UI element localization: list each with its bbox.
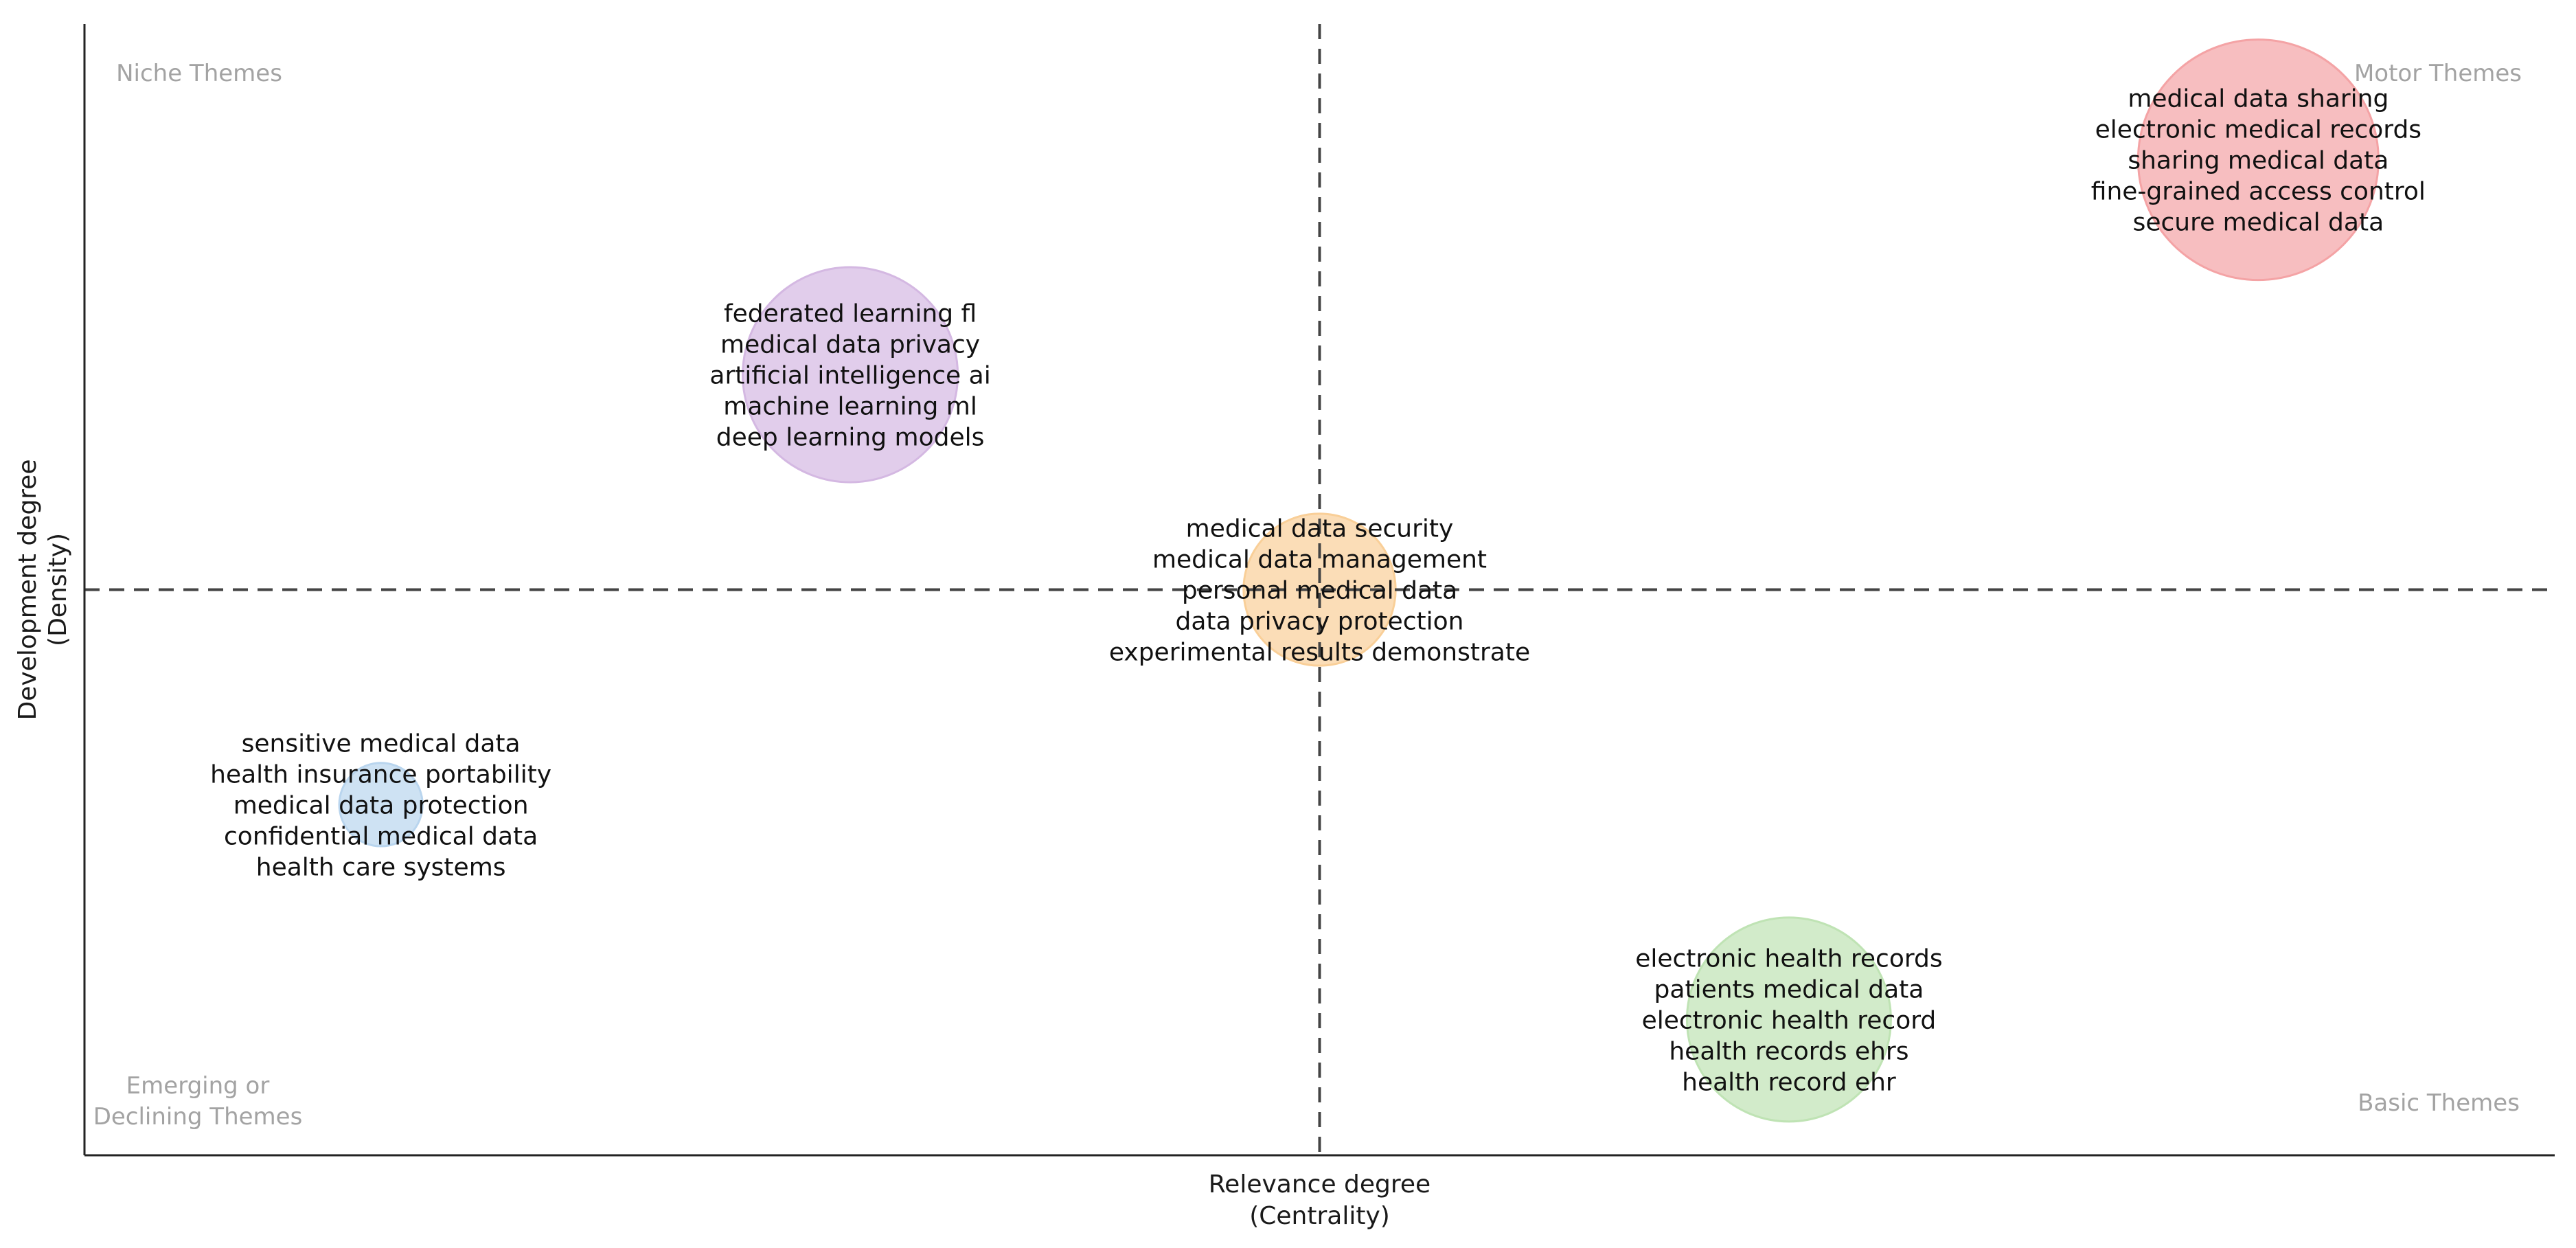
cluster-bubbles [338, 38, 2380, 1123]
y-axis-title-line-1: Development degree [14, 460, 42, 721]
cluster-1-term-4: fine-grained access control [2091, 178, 2426, 206]
cluster-5-term-2: patients medical data [1654, 975, 1924, 1003]
quadrant-label-emerging-line-1: Emerging or [126, 1072, 270, 1100]
cluster-3-term-3: personal medical data [1182, 577, 1457, 605]
cluster-bubble-2 [742, 266, 959, 484]
y-axis-title: Development degree(Density) [14, 460, 72, 721]
cluster-1-term-2: electronic medical records [2095, 116, 2421, 144]
cluster-2-term-3: artificial intelligence ai [709, 362, 990, 390]
cluster-2-term-5: deep learning models [716, 424, 985, 452]
cluster-5-term-5: health record ehr [1682, 1068, 1896, 1096]
quadrant-label-motor-themes: Motor Themes [2354, 60, 2522, 87]
cluster-3-term-4: data privacy protection [1176, 608, 1464, 636]
cluster-5-term-4: health records ehrs [1669, 1037, 1908, 1065]
cluster-bubble-4 [338, 762, 424, 848]
quadrant-label-basic-themes: Basic Themes [2358, 1089, 2520, 1117]
cluster-4-term-4: confidential medical data [224, 822, 538, 850]
quadrant-label-emerging-declining-themes: Emerging or Declining Themes [93, 1072, 303, 1131]
cluster-2-term-1: federated learning fl [724, 300, 977, 328]
cluster-4-term-2: health insurance portability [210, 760, 551, 788]
cluster-bubble-1 [2136, 38, 2380, 282]
cluster-bubble-5 [1685, 916, 1892, 1123]
quadrant-label-basic-line-1: Basic Themes [2358, 1089, 2520, 1117]
cluster-label-group-3: medical data security medical data manage… [1109, 515, 1530, 667]
quadrant-label-niche-line-1: Niche Themes [116, 60, 282, 87]
quadrant-label-emerging-line-2: Declining Themes [93, 1103, 303, 1131]
cluster-3-term-2: medical data management [1152, 546, 1487, 574]
cluster-1-term-5: secure medical data [2133, 209, 2384, 237]
quadrant-label-niche-themes: Niche Themes [116, 60, 282, 87]
cluster-4-term-5: health care systems [256, 853, 506, 881]
cluster-labels: medical data sharing electronic medical r… [210, 85, 2426, 1097]
cluster-2-term-4: machine learning ml [723, 393, 977, 421]
cluster-label-group-2: federated learning fl medical data privac… [709, 300, 990, 452]
cluster-3-term-5: experimental results demonstrate [1109, 639, 1530, 667]
cluster-4-term-1: sensitive medical data [242, 729, 521, 758]
cluster-2-term-2: medical data privacy [720, 331, 980, 359]
x-axis-title: Relevance degree (Centrality) [1209, 1170, 1431, 1230]
cluster-4-term-3: medical data protection [233, 791, 529, 819]
cluster-1-term-3: sharing medical data [2128, 147, 2389, 175]
quadrant-label-motor-line-1: Motor Themes [2354, 60, 2522, 87]
y-axis-title-line-2: (Density) [44, 533, 72, 646]
cluster-label-group-1: medical data sharing electronic medical r… [2091, 85, 2426, 237]
cluster-5-term-3: electronic health record [1642, 1006, 1937, 1034]
x-axis-title-line-1: Relevance degree [1209, 1170, 1431, 1199]
cluster-3-term-1: medical data security [1186, 515, 1454, 543]
x-axis-title-line-2: (Centrality) [1249, 1202, 1390, 1230]
cluster-1-term-1: medical data sharing [2128, 85, 2389, 113]
quadrant-labels: Niche Themes Motor Themes Emerging or Dec… [93, 60, 2522, 1131]
cluster-5-term-1: electronic health records [1635, 944, 1942, 973]
